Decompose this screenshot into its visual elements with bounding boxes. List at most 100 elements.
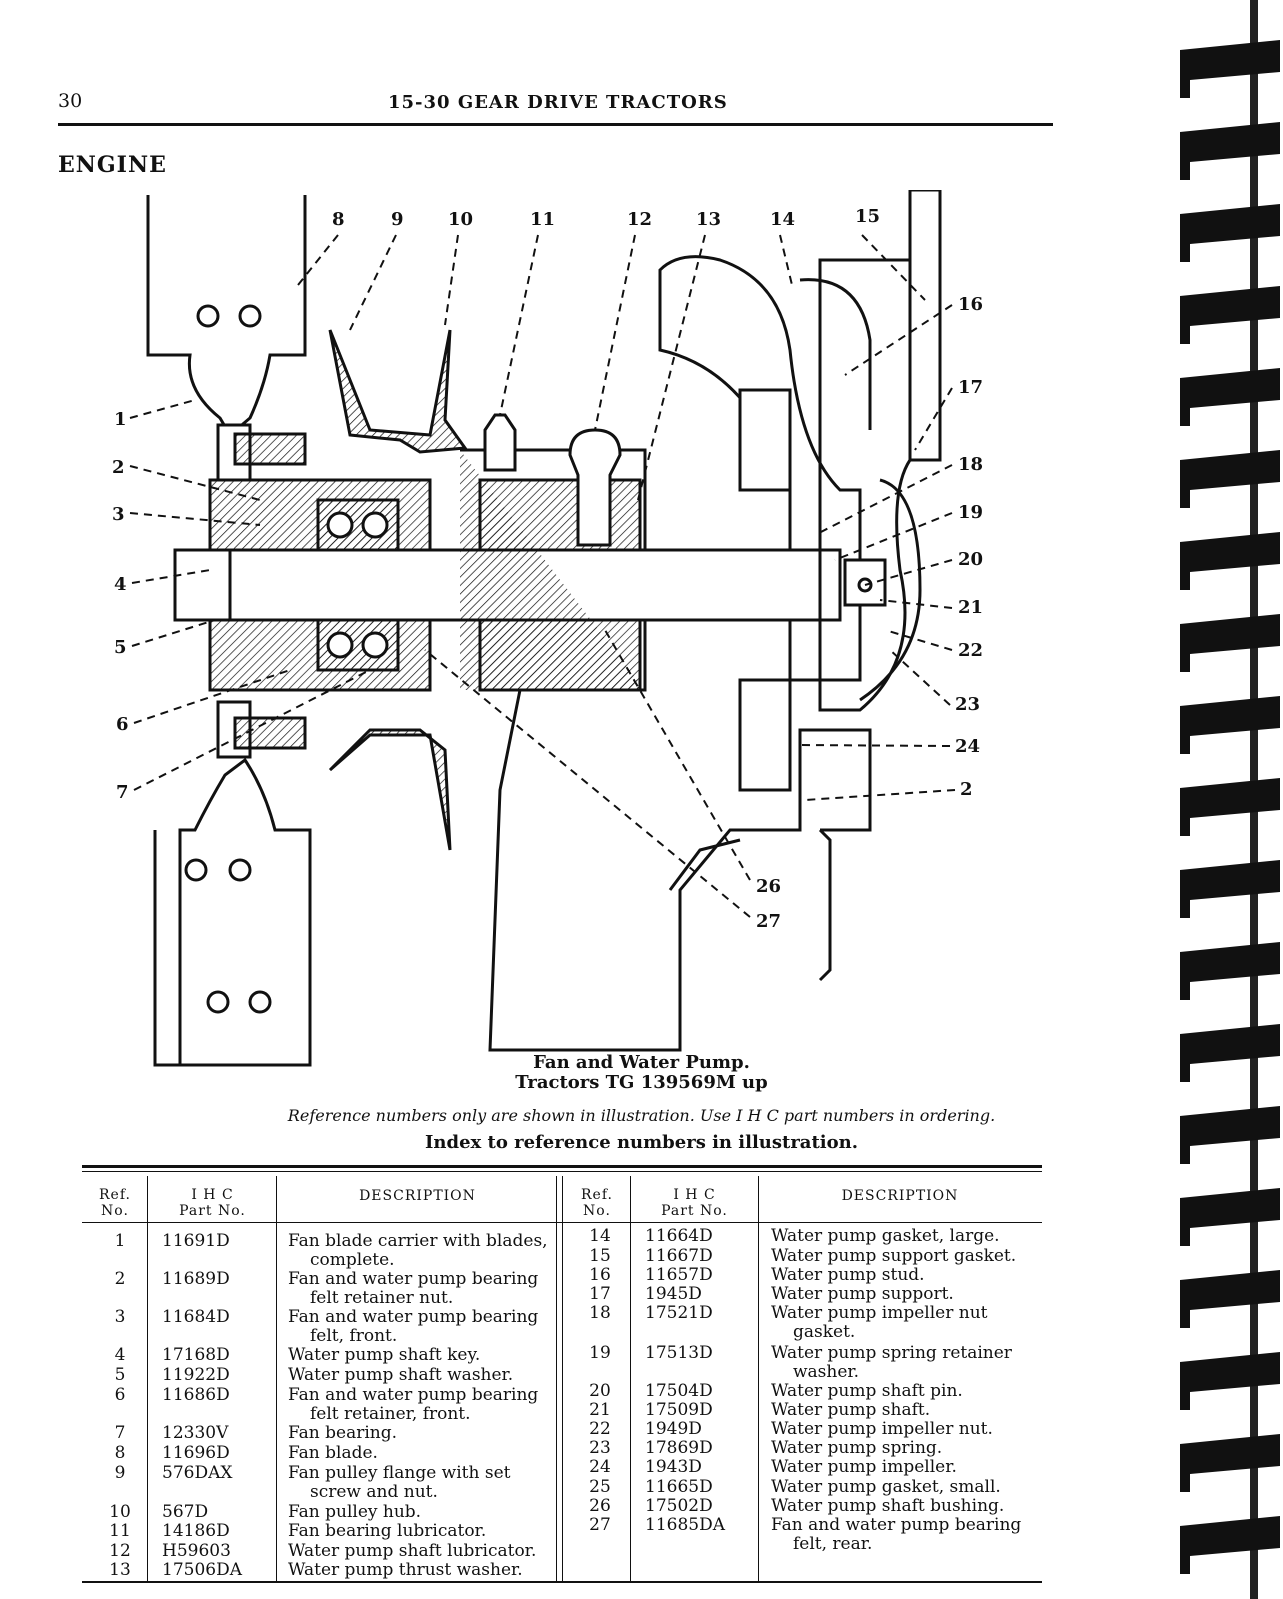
description-line: Water pump shaft bushing. <box>771 1496 1005 1516</box>
description-line: Water pump spring retainer <box>771 1343 1012 1363</box>
ref-number: 22 <box>589 1419 611 1439</box>
binding-coil <box>1180 532 1280 590</box>
binding-coil <box>1180 1270 1280 1328</box>
ihc-part-number: 1945D <box>645 1284 702 1304</box>
pump-housing <box>460 255 872 1052</box>
header-description-left: DESCRIPTION <box>359 1188 476 1204</box>
column-divider <box>147 1176 148 1581</box>
callout-12: 12 <box>627 209 652 230</box>
callout-22: 22 <box>958 640 983 661</box>
ref-number: 4 <box>114 1345 126 1365</box>
callout-1: 1 <box>114 409 127 430</box>
description-line: Water pump support. <box>771 1284 954 1304</box>
callout-6: 6 <box>116 714 129 735</box>
ihc-part-number: 17168D <box>162 1345 230 1365</box>
ihc-part-number: 17502D <box>645 1496 713 1516</box>
ihc-part-number: 17504D <box>645 1381 713 1401</box>
ref-number: 15 <box>589 1246 611 1266</box>
callout-7: 7 <box>116 782 129 803</box>
table-center-divider <box>556 1176 563 1581</box>
ihc-part-number: 17509D <box>645 1400 713 1420</box>
ref-number: 2 <box>114 1269 126 1289</box>
description-line: Fan blade. <box>288 1443 378 1463</box>
binding-coil <box>1180 1188 1280 1246</box>
ref-number: 18 <box>589 1303 611 1323</box>
description-line: Water pump shaft lubricator. <box>288 1541 537 1561</box>
fan-pulley <box>328 329 468 454</box>
callout-2-right: 2 <box>960 779 973 800</box>
description-line: Water pump thrust washer. <box>288 1560 523 1580</box>
ref-number: 16 <box>589 1265 611 1285</box>
callout-14: 14 <box>770 209 795 230</box>
column-divider <box>276 1176 277 1581</box>
figure-caption-title: Fan and Water Pump. <box>533 1052 750 1073</box>
header-description-right: DESCRIPTION <box>841 1188 959 1204</box>
ref-number: 14 <box>589 1226 611 1246</box>
binding-coil <box>1180 368 1280 426</box>
ref-number: 12 <box>109 1541 131 1561</box>
ref-number: 26 <box>589 1496 611 1516</box>
description-line: Fan bearing. <box>288 1423 398 1443</box>
callout-2-left: 2 <box>112 457 125 478</box>
upper-bracket <box>146 195 307 438</box>
description-line: Fan and water pump bearing <box>288 1385 539 1405</box>
callout-11: 11 <box>530 209 555 230</box>
index-title: Index to reference numbers in illustrati… <box>424 1132 858 1153</box>
running-head: 15-30 GEAR DRIVE TRACTORS <box>388 92 728 113</box>
binding-coil <box>1180 860 1280 918</box>
callout-17: 17 <box>958 377 983 398</box>
spiral-binding <box>1180 0 1280 1599</box>
callout-18: 18 <box>958 454 983 475</box>
description-continuation: felt, front. <box>310 1326 398 1346</box>
ordering-note: Reference numbers only are shown in illu… <box>287 1106 996 1125</box>
ihc-part-number: 11665D <box>645 1477 713 1497</box>
ref-number: 24 <box>589 1457 611 1477</box>
description-line: Water pump shaft washer. <box>288 1365 514 1385</box>
binding-coil <box>1180 778 1280 836</box>
header-ref-left: Ref.No. <box>99 1187 131 1219</box>
ihc-part-number: 11664D <box>645 1226 713 1246</box>
ref-number: 21 <box>589 1400 611 1420</box>
ref-number: 6 <box>114 1385 126 1405</box>
binding-coil <box>1180 1352 1280 1410</box>
callout-10: 10 <box>448 209 473 230</box>
description-line: Water pump spring. <box>771 1438 943 1458</box>
callout-13: 13 <box>696 209 721 230</box>
description-line: Water pump shaft pin. <box>771 1381 963 1401</box>
callout-26: 26 <box>756 876 781 897</box>
callout-20: 20 <box>958 549 983 570</box>
ref-number: 11 <box>109 1521 131 1541</box>
table-top-rule-thin <box>82 1171 1042 1172</box>
description-continuation: screw and nut. <box>310 1482 438 1502</box>
ref-number: 27 <box>589 1515 611 1535</box>
ref-number: 1 <box>114 1231 126 1251</box>
figure-caption-subtitle: Tractors TG 139569M up <box>515 1072 768 1093</box>
binding-coil <box>1180 122 1280 180</box>
binding-coil <box>1180 614 1280 672</box>
description-line: Water pump impeller nut. <box>771 1419 993 1439</box>
ihc-part-number: 17506DA <box>162 1560 242 1580</box>
binding-coil <box>1180 1434 1280 1492</box>
description-line: Water pump impeller. <box>771 1457 957 1477</box>
ihc-part-number: 567D <box>162 1502 209 1522</box>
callout-3: 3 <box>112 504 125 525</box>
ihc-part-number: 1943D <box>645 1457 702 1477</box>
ihc-part-number: 1949D <box>645 1419 702 1439</box>
callout-8: 8 <box>332 209 345 230</box>
ref-number: 20 <box>589 1381 611 1401</box>
ref-number: 9 <box>114 1463 126 1483</box>
description-line: Fan and water pump bearing <box>288 1269 539 1289</box>
description-line: Water pump stud. <box>771 1265 925 1285</box>
ihc-part-number: 576DAX <box>162 1463 233 1483</box>
binding-coil <box>1180 1024 1280 1082</box>
pump-support <box>818 258 942 712</box>
callout-23: 23 <box>955 694 980 715</box>
callout-9: 9 <box>391 209 404 230</box>
description-line: Fan and water pump bearing <box>288 1307 539 1327</box>
ihc-part-number: 11689D <box>162 1269 230 1289</box>
ihc-part-number: 17869D <box>645 1438 713 1458</box>
ref-number: 8 <box>114 1443 126 1463</box>
ihc-part-number: 12330V <box>162 1423 229 1443</box>
ihc-part-number: 11922D <box>162 1365 230 1385</box>
